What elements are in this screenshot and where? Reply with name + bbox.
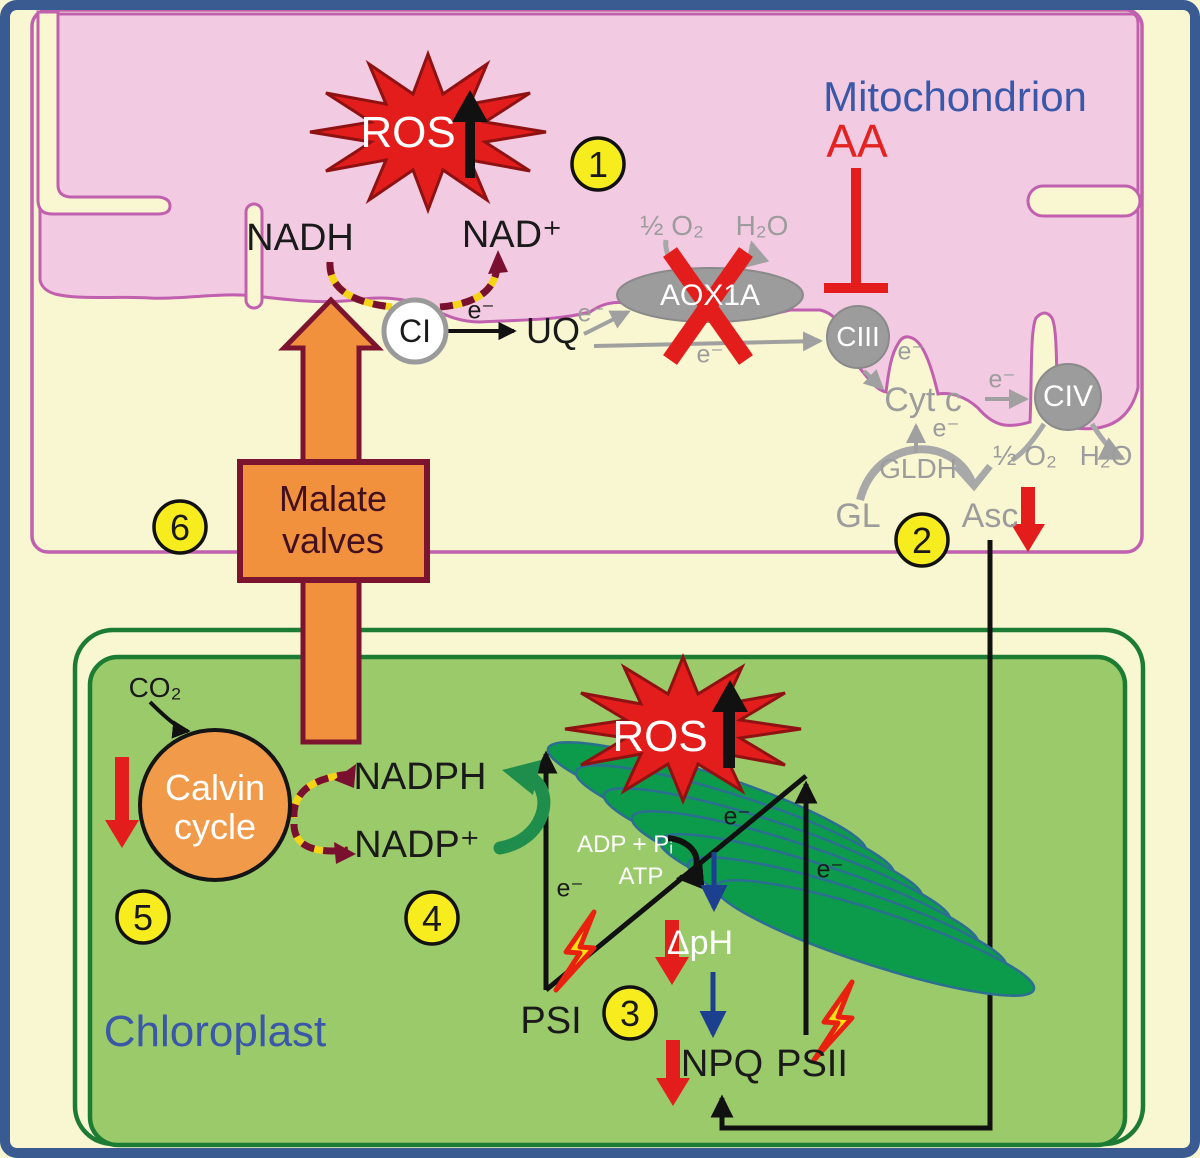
civ-circle — [1034, 363, 1102, 431]
electron-label-cytc-civ: e⁻ — [988, 365, 1016, 394]
electron-label-diagonal: e⁻ — [723, 802, 751, 831]
malate-valves-label-2: valves — [281, 520, 385, 561]
ros-chloro-label: ROS — [612, 712, 708, 761]
nadph-regeneration-arrow — [493, 760, 551, 855]
ros-mito-label: ROS — [360, 108, 456, 157]
nadh-cycle-arrows — [326, 250, 508, 311]
crista-right — [1026, 184, 1142, 218]
h2o-label-civ: H₂O — [1079, 440, 1133, 471]
psi-label: PSI — [520, 1000, 582, 1042]
step-4-number: 4 — [421, 898, 443, 939]
electron-label-uq-ciii: e⁻ — [696, 340, 724, 369]
atp-synthesis-arrow — [667, 835, 705, 890]
cytc-label: Cyt c — [884, 381, 962, 419]
ros-burst-chloro — [564, 653, 802, 805]
aox1a-label: AOX1A — [659, 279, 761, 312]
step-3-number: 3 — [619, 993, 641, 1034]
light-bolt-psi — [553, 909, 597, 993]
ci-circle — [381, 297, 449, 365]
calvin-decrease-arrow — [105, 757, 139, 848]
nadh-label: NADH — [246, 217, 354, 259]
z-scheme — [534, 750, 855, 1106]
aa-label: AA — [826, 115, 888, 167]
complex1-label: CI — [399, 313, 431, 349]
civ-h2o-arc — [1089, 422, 1126, 461]
ros-burst-mito — [309, 49, 547, 215]
step-1-number: 1 — [587, 144, 609, 185]
civ-o2-arc — [1010, 422, 1047, 463]
ciii-to-cytc-arrow — [862, 369, 885, 391]
step-2-number: 2 — [911, 520, 933, 561]
uq-to-ciii-arrow — [593, 331, 823, 352]
ros-up-arrow-mito — [452, 90, 488, 178]
calvin-label-1: Calvin — [164, 767, 266, 808]
half-o2-label-civ: ½ O₂ — [993, 440, 1057, 471]
electron-label-psii: e⁻ — [816, 855, 844, 884]
step-5-badge — [115, 889, 171, 945]
electron-label-gldh: e⁻ — [932, 414, 960, 443]
mitochondrion-title: Mitochondrion — [823, 73, 1087, 120]
electron-label-uq-aox: e⁻ — [577, 299, 605, 328]
thylakoid-stack — [546, 741, 1036, 997]
gl-label: GL — [835, 497, 881, 535]
complex3-label: CIII — [836, 321, 880, 352]
nadp-plus-label: NADP⁺ — [354, 824, 480, 866]
aa-inhibition-bar — [824, 168, 888, 293]
electron-label-ci: e⁻ — [467, 296, 495, 325]
chloroplast-title: Chloroplast — [103, 1007, 327, 1056]
uq-to-aox-arrow — [583, 310, 631, 336]
asc-to-npq-route — [710, 540, 993, 1131]
electron-label-psi: e⁻ — [556, 874, 584, 903]
malate-valves-box — [237, 459, 430, 583]
npq-label: NPQ — [680, 1043, 764, 1085]
nadph-label: NADPH — [353, 756, 487, 798]
gldh-label: GLDH — [879, 453, 957, 484]
step-2-badge — [894, 512, 950, 568]
gldh-arrowhead — [953, 463, 993, 492]
step-3-badge — [602, 985, 658, 1041]
adp-pi-label: ADP + Pᵢ — [576, 831, 674, 858]
uq-label: UQ — [526, 310, 580, 351]
step-6-badge — [152, 499, 208, 555]
asc-decrease-arrow — [1011, 487, 1045, 552]
malate-valves-label-1: Malate — [278, 478, 388, 519]
step-6-number: 6 — [169, 507, 191, 548]
delta-ph-label: ΔpH — [666, 924, 734, 962]
atp-label: ATP — [618, 863, 664, 890]
calvin-label-2: cycle — [173, 806, 257, 847]
ciii-circle — [826, 305, 890, 369]
psii-label: PSII — [776, 1043, 848, 1085]
h2o-label-aox: H₂O — [735, 210, 789, 241]
nadph-cycle-arrows — [290, 764, 356, 864]
npq-decrease-arrow — [656, 1040, 690, 1106]
dph-decrease-arrow — [655, 920, 689, 985]
crista-left — [36, 10, 172, 216]
step-4-badge — [404, 890, 460, 946]
nad-plus-label: NAD⁺ — [461, 214, 563, 256]
step-1-badge — [570, 136, 626, 192]
co2-label: CO₂ — [128, 672, 182, 703]
step-5-number: 5 — [132, 897, 154, 938]
calvin-cycle — [105, 700, 292, 882]
half-o2-label-aox: ½ O₂ — [640, 210, 704, 241]
mito-etc — [326, 168, 1126, 552]
step-badges — [115, 136, 950, 1041]
complex4-label: CIV — [1042, 380, 1094, 413]
asc-label: Asc — [961, 497, 1019, 535]
co2-arrow — [148, 700, 191, 739]
aox-blocked-cross — [663, 247, 753, 365]
ros-up-arrow-chloro — [712, 680, 748, 768]
light-bolt-psii — [811, 979, 855, 1063]
crista-thin — [244, 202, 264, 310]
electron-label-ciii-cytc: e⁻ — [897, 337, 925, 366]
